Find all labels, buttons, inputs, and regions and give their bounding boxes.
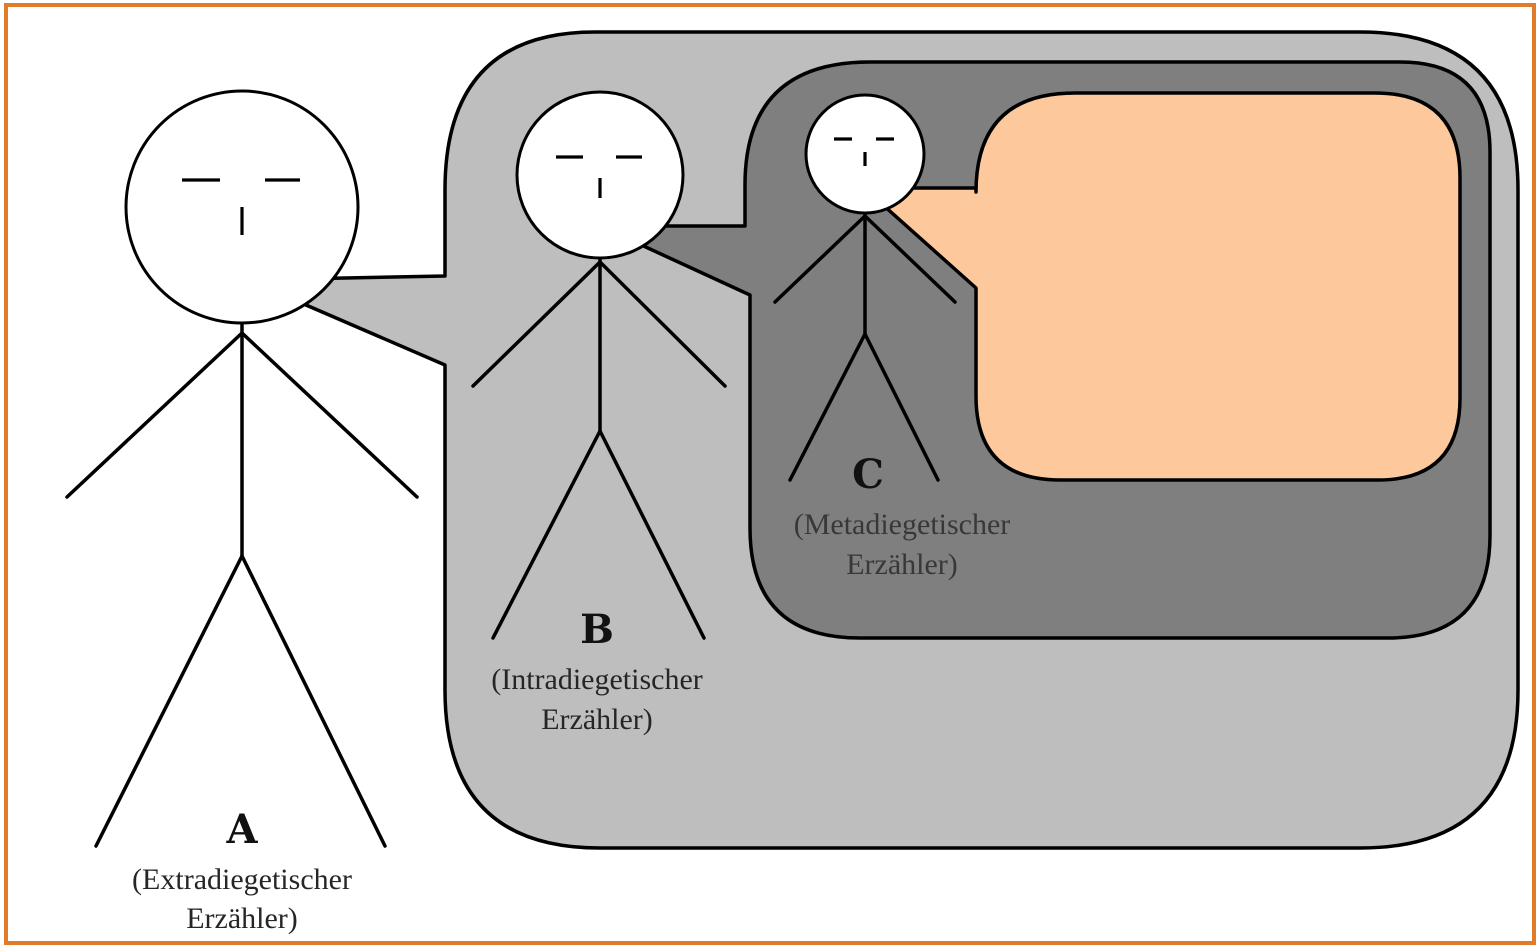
narrator-a-description-line2: Erzähler) [186,902,298,935]
stick-figure-a [65,89,419,848]
head-b [515,90,685,260]
speech-bubble-innermost [862,91,1462,482]
narrator-b-description-line2: Erzähler) [541,703,653,736]
stick-figure-b [471,90,727,640]
narrator-c-description-line2: Erzähler) [846,548,958,581]
narrator-a-letter: A [225,806,258,853]
narrator-c-description-line1: (Metadiegetischer [794,508,1011,541]
narrator-c-letter: C [852,451,884,498]
narrator-a-description-line1: (Extradiegetischer [132,863,352,896]
stick-figure-c [773,93,957,482]
narrator-b-description-line1: (Intradiegetischer [491,663,703,696]
narrator-b-letter: B [580,606,614,653]
